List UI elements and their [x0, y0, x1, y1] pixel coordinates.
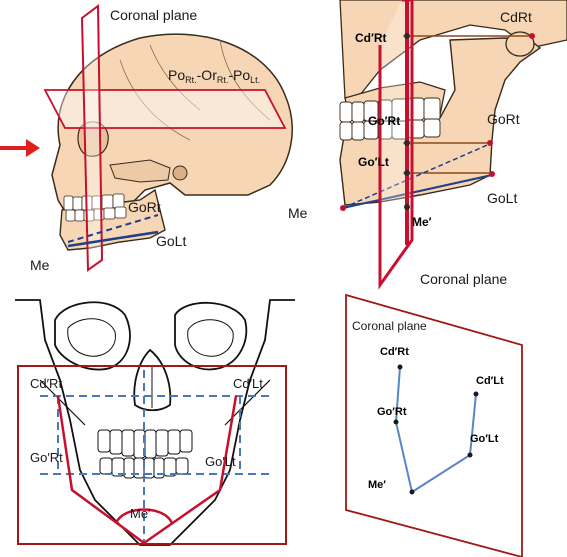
- panel-a-gort-label: GoRt: [128, 199, 161, 215]
- skull-orbit-left-inner: [187, 319, 234, 357]
- skull-ear-canal: [172, 165, 188, 181]
- coronal-plane-b: [378, 0, 414, 290]
- panel-c-cd-rt-label: Cd′Rt: [30, 376, 62, 391]
- coronal-plane-parallelogram: [345, 293, 523, 557]
- skull-condyle-closeup: [505, 31, 535, 57]
- panel-b-cd-label: CdRt: [500, 9, 532, 25]
- panel-b-mandible-closeup: Cd′Rt CdRt Go′Rt GoRt Go′Lt GoLt Me Me′ …: [288, 0, 567, 290]
- panel-b-landmark-points: [340, 33, 535, 211]
- panel-d-cd-rt-label: Cd′Rt: [380, 346, 409, 358]
- mandible-outline-red: [56, 395, 238, 545]
- skull-zygoma: [109, 159, 171, 183]
- skull-suture-lines: [119, 39, 271, 141]
- menton-angle-arc: [114, 508, 174, 524]
- me-gort-dashed: [342, 142, 493, 209]
- panel-d-coronal-trace: Coronal plane Cd′Rt Go′Rt Me′ Cd′Lt Go′L…: [345, 293, 523, 557]
- coronal-plane-frame-c: [17, 365, 287, 545]
- panel-b-go-rt-label: GoRt: [487, 111, 520, 127]
- panel-c-cd-lt-label: Cd′Lt: [233, 376, 263, 391]
- panel-a-golt-label: GoLt: [156, 233, 186, 249]
- skull-teeth-frontal: [97, 429, 193, 479]
- panel-b-me-label: Me: [288, 205, 308, 221]
- skull-orbit-left: [174, 301, 248, 371]
- view-direction-arrow-icon: [0, 139, 40, 157]
- panel-b-go-rt-proj-label: Go′Rt: [368, 114, 400, 128]
- panel-d-go-rt-label: Go′Rt: [377, 406, 407, 418]
- panel-c-frontal-skull: Cd′Rt Cd′Lt Go′Rt Go′Lt Me′: [15, 299, 295, 546]
- coronal-plane-a: [80, 4, 104, 272]
- skull-cranium-lateral: [51, 33, 293, 221]
- panel-b-plane-label: Coronal plane: [420, 271, 507, 287]
- panel-d-cd-lt-label: Cd′Lt: [476, 375, 504, 387]
- panel-b-go-lt-proj-label: Go′Lt: [358, 155, 389, 169]
- panel-a-lateral-skull: Coronal plane PoRt.-OrRt.-PoLt. GoRt GoL…: [0, 4, 293, 273]
- panel-d-plane-label: Coronal plane: [352, 319, 427, 333]
- panel-b-cd-proj-label: Cd′Rt: [355, 31, 387, 45]
- skull-orbit-right-inner: [67, 318, 116, 357]
- panel-b-me-proj-label: Me′: [412, 215, 432, 229]
- skull-orbit-right: [54, 301, 131, 371]
- go-rt-dashed-line: [67, 214, 159, 243]
- frankfort-plane: [43, 89, 287, 129]
- panel-d-go-lt-label: Go′Lt: [470, 433, 499, 445]
- panel-a-me-label: Me: [30, 257, 50, 273]
- panel-d-me-label: Me′: [368, 479, 386, 491]
- go-lt-solid-line: [67, 230, 159, 248]
- panel-d-landmark-points: [393, 364, 479, 495]
- me-golt-solid: [342, 174, 493, 209]
- panel-a-reference-plane-label: PoRt.-OrRt.-PoLt.: [168, 67, 260, 85]
- panel-c-me-label: Me′: [130, 506, 151, 521]
- panel-c-go-rt-label: Go′Rt: [30, 450, 63, 465]
- panel-a-plane-label: Coronal plane: [110, 7, 197, 23]
- skull-cheek-arcs: [39, 379, 271, 426]
- panel-b-go-lt-label: GoLt: [487, 190, 517, 206]
- panel-c-go-lt-label: Go′Lt: [205, 454, 236, 469]
